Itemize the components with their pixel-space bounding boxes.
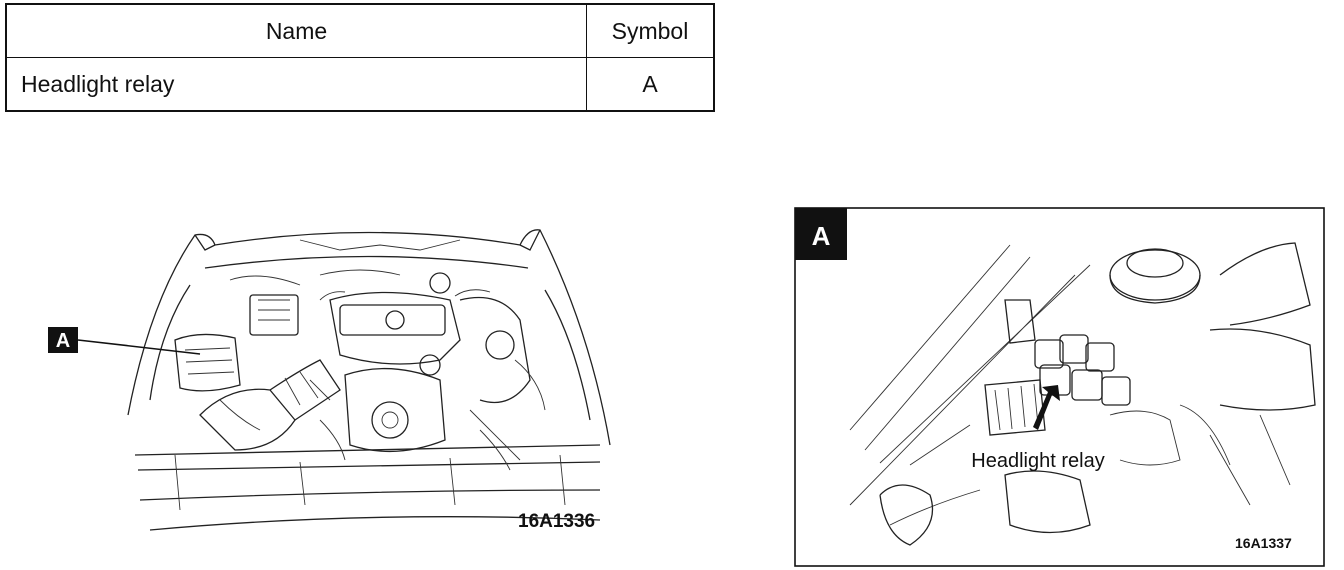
- air-cleaner: [199, 359, 341, 451]
- arrow-to-relay: [1033, 385, 1060, 430]
- relay-callout-label: Headlight relay: [971, 450, 1104, 472]
- relay-detail-figure: A Headlight relay 16A1337: [794, 207, 1325, 567]
- table-row: Headlight relay A: [5, 57, 715, 112]
- engine-compartment-figure: A 16A1336: [48, 229, 611, 532]
- detail-structure: [849, 242, 1316, 546]
- callout-a: A: [48, 327, 201, 355]
- figure-tag: A: [812, 221, 831, 251]
- figure-code: 16A1336: [518, 511, 595, 532]
- cell-symbol: A: [586, 57, 715, 112]
- component-table: Name Symbol Headlight relay A: [5, 3, 715, 112]
- engine-block: [319, 272, 531, 461]
- hoses: [219, 269, 546, 471]
- callout-a-label: A: [56, 330, 70, 352]
- header-symbol: Symbol: [586, 3, 715, 58]
- figure-code: 16A1337: [1235, 535, 1292, 551]
- relay-block: [984, 334, 1131, 436]
- cell-name: Headlight relay: [5, 57, 587, 112]
- table-header-row: Name Symbol: [5, 3, 715, 58]
- engine-bay-outline: [127, 229, 611, 531]
- relay-box-area: [174, 294, 299, 392]
